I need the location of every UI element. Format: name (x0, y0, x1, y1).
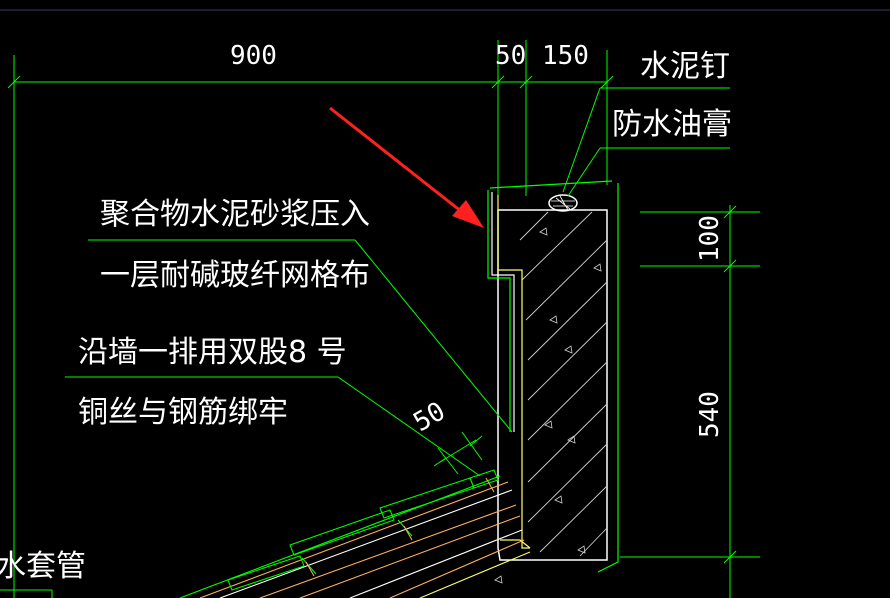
dim-50-label: 50 (495, 41, 526, 71)
dim-150-label: 150 (542, 41, 589, 71)
roof-tiles (227, 469, 499, 591)
label-wire-line1: 沿墙一排用双股8 号 (78, 335, 347, 370)
concrete-wall (494, 209, 608, 584)
right-dimension-chain (620, 205, 760, 598)
leader-lines (65, 87, 730, 477)
dim-diag-50-label: 50 (409, 396, 451, 438)
dim-100-label: 100 (695, 215, 725, 262)
top-dimension-chain (7, 40, 614, 598)
concrete-hatch (519, 211, 608, 557)
dim-540-label: 540 (695, 391, 725, 438)
sealant-bead (548, 194, 578, 212)
label-pipe-partial: 水套管 (0, 549, 86, 584)
label-cement-nail: 水泥钉 (640, 49, 730, 84)
roof-layers (179, 475, 531, 598)
diag-dimension (433, 431, 483, 475)
label-polymer-line2: 一层耐碱玻纤网格布 (100, 258, 370, 293)
label-waterproof-paste: 防水油膏 (612, 107, 732, 142)
dim-900-label: 900 (230, 41, 277, 71)
red-arrow-annotation (329, 106, 484, 228)
label-polymer-line1: 聚合物水泥砂浆压入 (100, 197, 370, 232)
label-wire-line2: 铜丝与钢筋绑牢 (78, 395, 288, 430)
waterproof-membrane (487, 180, 619, 573)
concrete-aggregate (494, 227, 602, 584)
